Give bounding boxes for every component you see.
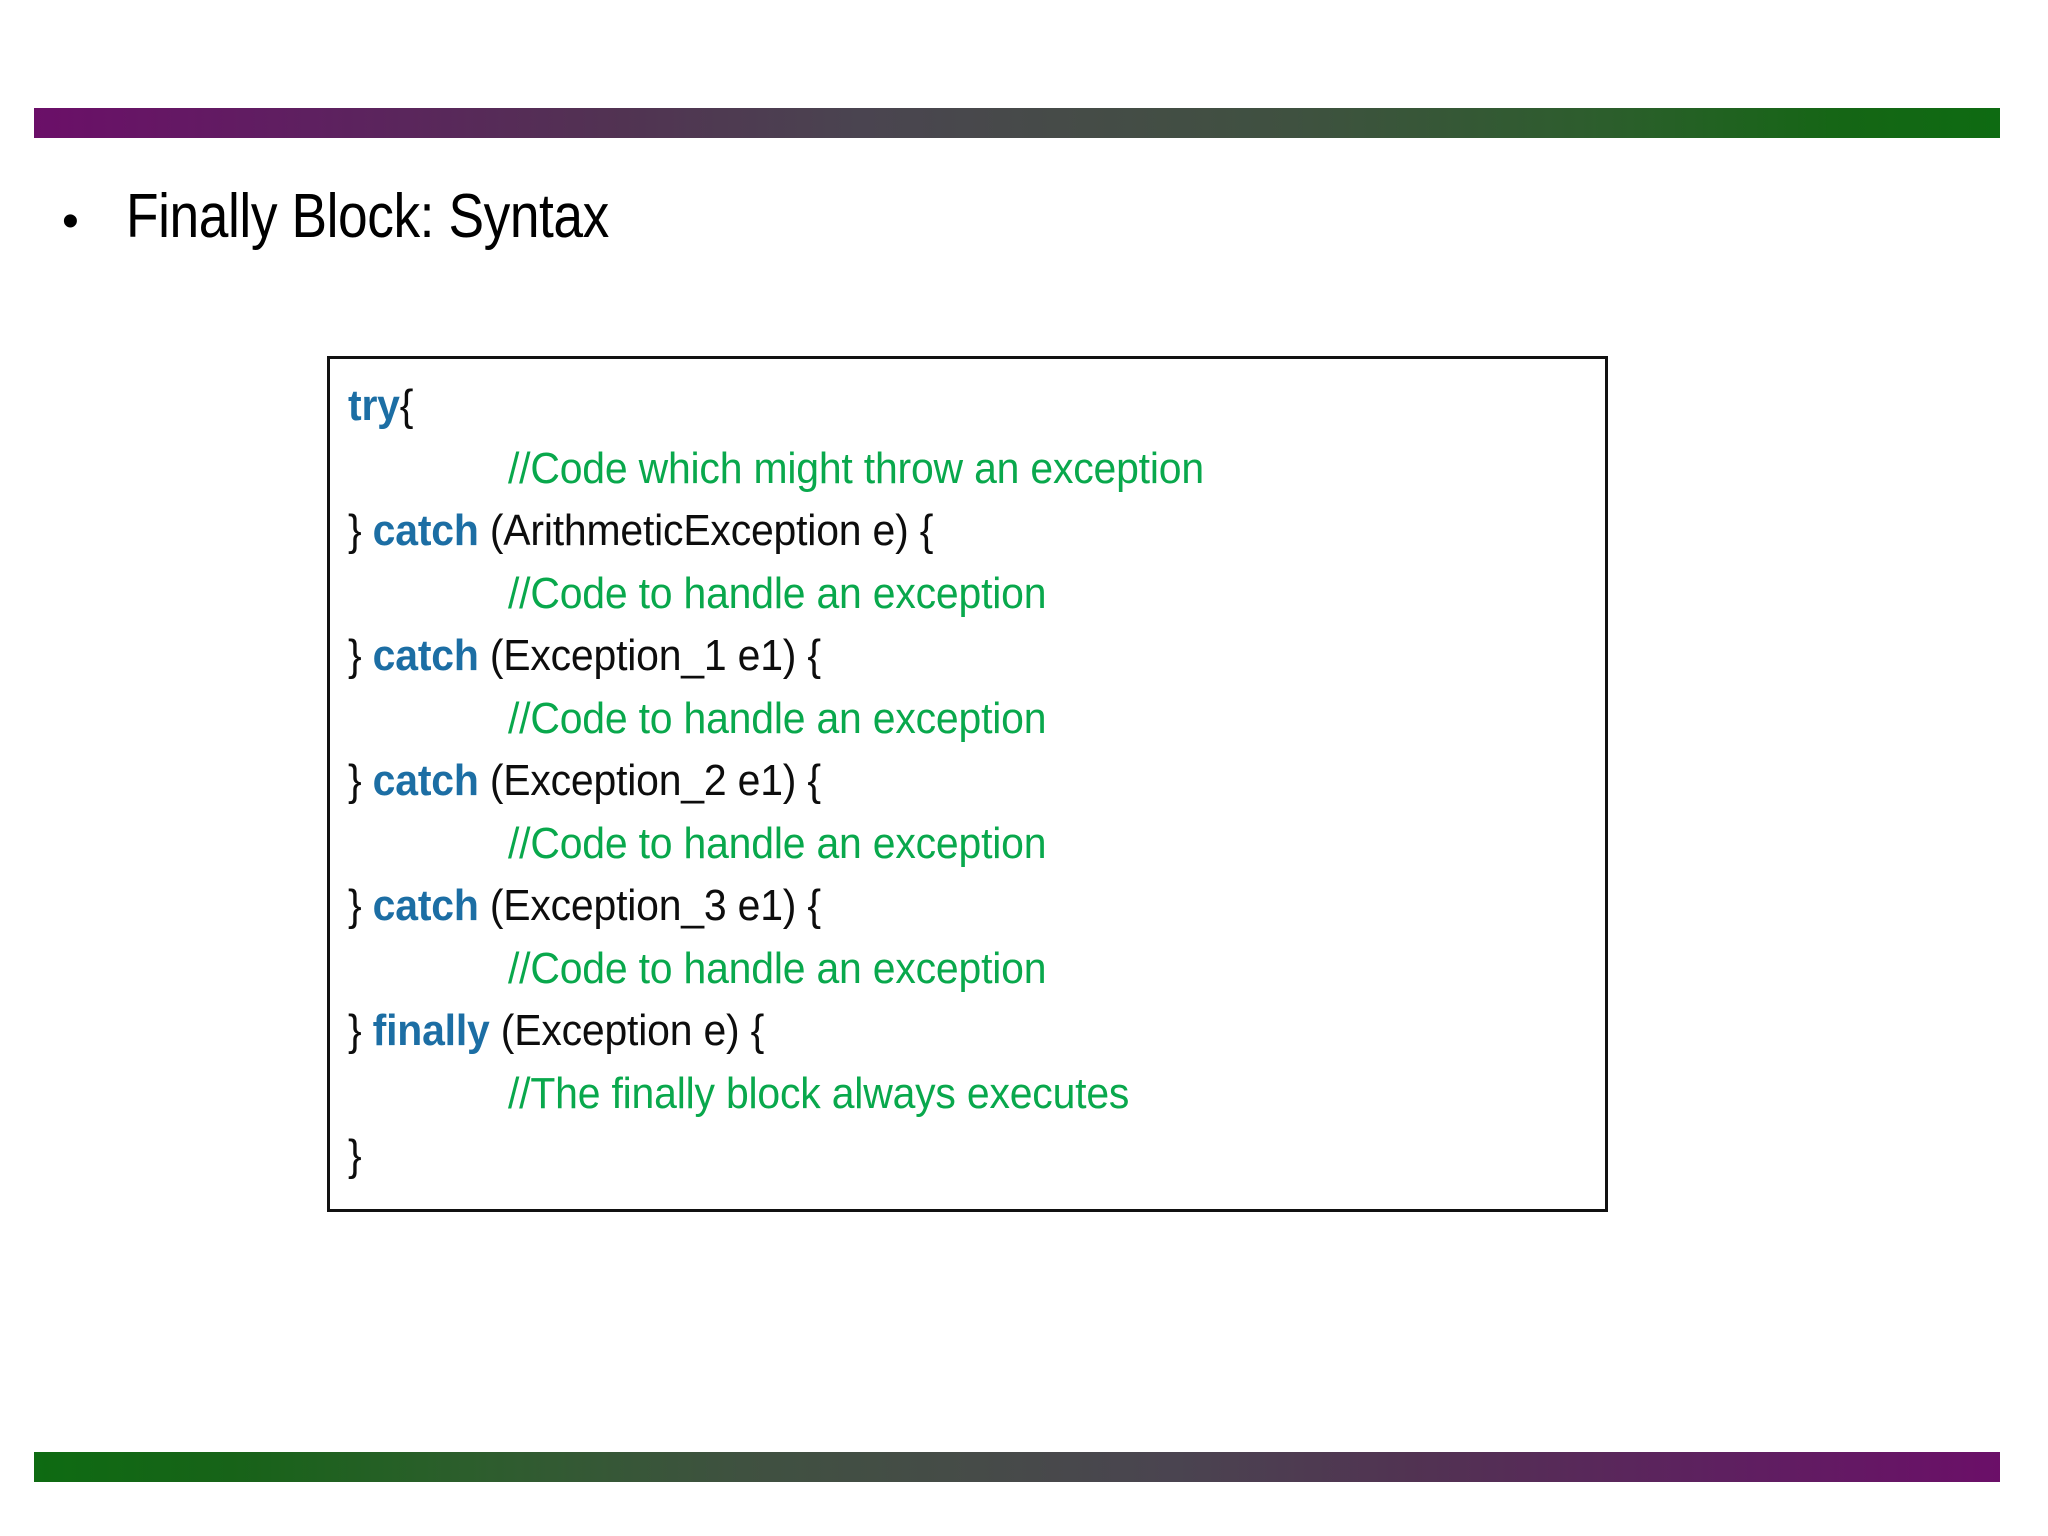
slide-title-row: • Finally Block: Syntax [62, 186, 688, 248]
code-text: } [348, 506, 373, 555]
code-text: } [348, 1006, 373, 1055]
code-line: } [348, 1125, 1511, 1188]
code-syntax-box: try{//Code which might throw an exceptio… [327, 356, 1608, 1212]
page-title: Finally Block: Syntax [126, 182, 609, 251]
top-gradient-bar [34, 108, 2000, 138]
code-comment: //Code to handle an exception [507, 818, 1047, 868]
code-keyword: finally [372, 1006, 490, 1055]
code-line: //Code to handle an exception [348, 563, 1511, 626]
code-text: (Exception_1 e1) { [478, 631, 821, 680]
code-line: //The finally block always executes [348, 1063, 1511, 1126]
code-text: } [348, 756, 373, 805]
code-comment: //Code to handle an exception [507, 568, 1047, 618]
code-line: } finally (Exception e) { [348, 1000, 1511, 1063]
code-comment: //Code to handle an exception [507, 693, 1047, 743]
code-text: } [348, 631, 373, 680]
code-block: try{//Code which might throw an exceptio… [348, 375, 1599, 1188]
code-text: (Exception_3 e1) { [478, 881, 821, 930]
code-line: //Code which might throw an exception [348, 438, 1511, 501]
code-line: //Code to handle an exception [348, 813, 1511, 876]
code-text: (Exception e) { [489, 1006, 765, 1055]
code-line: } catch (Exception_3 e1) { [348, 875, 1511, 938]
code-text: (Exception_2 e1) { [478, 756, 821, 805]
code-keyword: catch [372, 506, 479, 555]
code-comment: //The finally block always executes [507, 1068, 1130, 1118]
code-comment: //Code to handle an exception [507, 943, 1047, 993]
code-keyword: try [348, 381, 400, 430]
code-line: //Code to handle an exception [348, 938, 1511, 1001]
code-text: } [348, 1131, 362, 1180]
code-keyword: catch [372, 881, 479, 930]
code-text: } [348, 881, 373, 930]
code-keyword: catch [372, 631, 479, 680]
code-comment: //Code which might throw an exception [507, 443, 1204, 493]
code-line: } catch (Exception_2 e1) { [348, 750, 1511, 813]
code-line: //Code to handle an exception [348, 688, 1511, 751]
bottom-gradient-bar [34, 1452, 2000, 1482]
code-line: } catch (Exception_1 e1) { [348, 625, 1511, 688]
code-keyword: catch [372, 756, 479, 805]
code-text: { [399, 381, 414, 430]
bullet-icon: • [62, 195, 79, 248]
code-line: try{ [348, 375, 1511, 438]
code-line: } catch (ArithmeticException e) { [348, 500, 1511, 563]
code-text: (ArithmeticException e) { [478, 506, 934, 555]
